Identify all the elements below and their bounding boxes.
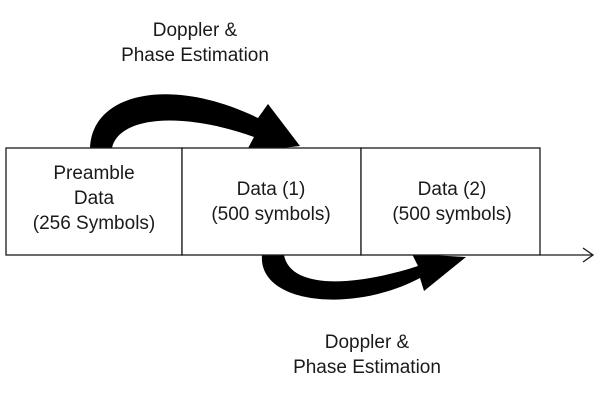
bottom-arrow-label: Doppler & Phase Estimation [293, 330, 441, 380]
bottom-arrow-label-line-1: Doppler & [324, 332, 410, 353]
data-2-label-line-2: (500 symbols) [392, 204, 512, 225]
top-arrow-label: Doppler & Phase Estimation [121, 18, 269, 68]
preamble-block-label: Preamble Data (256 Symbols) [33, 161, 156, 236]
time-axis-arrowhead [582, 247, 595, 263]
data-2-block-label: Data (2) (500 symbols) [392, 177, 511, 227]
data-2-label-line-1: Data (2) [417, 179, 487, 200]
data-1-block-label: Data (1) (500 symbols) [211, 177, 330, 227]
top-arrow-label-line-2: Phase Estimation [121, 45, 269, 66]
bottom-curved-arrow [261, 254, 466, 300]
data-1-label-line-1: Data (1) [236, 179, 306, 200]
preamble-label-line-2: Data [73, 188, 115, 209]
data-2-block [360, 147, 541, 256]
data-1-block [181, 147, 362, 256]
preamble-block [5, 147, 183, 256]
top-curved-arrow [90, 94, 300, 152]
preamble-label-line-3: (256 Symbols) [32, 213, 156, 234]
bottom-arrow-label-line-2: Phase Estimation [293, 357, 441, 378]
top-arrow-label-line-1: Doppler & [152, 20, 238, 41]
data-1-label-line-2: (500 symbols) [211, 204, 331, 225]
preamble-label-line-1: Preamble [53, 163, 135, 184]
